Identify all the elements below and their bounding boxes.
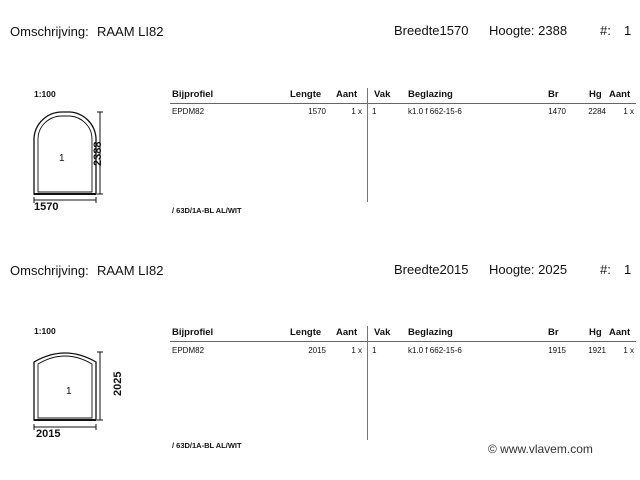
col-vak: Vak (374, 89, 391, 100)
table-header-rule (170, 103, 636, 104)
col-lengte: Lengte (290, 89, 322, 100)
width-dimension: 2015 (36, 428, 61, 440)
window-arch-drawing (33, 351, 103, 430)
table-divider (367, 88, 368, 202)
panel-number: 1 (66, 386, 72, 397)
window-section-2: Omschrijving: RAAM LI82 Breedte2015 Hoog… (0, 240, 640, 480)
col-vak: Vak (374, 327, 391, 338)
width-dimension: 1570 (34, 201, 59, 213)
col-aant-2: Aant (609, 89, 631, 100)
profile-code: / 63D/1A-BL AL/WIT (172, 206, 242, 215)
col-beglazing: Beglazing (408, 89, 453, 100)
cell-aant-2: 1 x (623, 346, 634, 355)
hoogte-text: Hoogte: 2388 (489, 23, 568, 38)
col-br: Br (548, 327, 559, 338)
cell-vak: 1 (372, 107, 377, 116)
cell-lengte: 2015 (308, 346, 326, 355)
breedte-text: Breedte1570 (394, 23, 469, 38)
cell-beglazing: k1.0 f 662-15-6 (408, 346, 462, 355)
cell-aant: 1 x (351, 107, 362, 116)
omschrijving-label: Omschrijving: (10, 263, 89, 278)
table-header-rule (170, 341, 636, 342)
col-aant-2: Aant (609, 327, 631, 338)
cell-beglazing: k1.0 f 662-15-6 (408, 107, 462, 116)
cell-hg: 1921 (588, 346, 606, 355)
breedte-text: Breedte2015 (394, 262, 469, 277)
cell-br: 1915 (548, 346, 566, 355)
watermark: © www.vlavem.com (488, 442, 593, 456)
cell-aant-2: 1 x (623, 107, 634, 116)
col-hg: Hg (589, 327, 602, 338)
nr-value: 1 (624, 23, 632, 38)
omschrijving-label: Omschrijving: (10, 24, 89, 39)
hoogte-text: Hoogte: 2025 (489, 262, 568, 277)
window-arch-drawing (33, 111, 103, 203)
nr-label: #: (600, 262, 611, 277)
cell-bijprofiel: EPDM82 (172, 346, 205, 355)
height-dimension: 2025 (112, 371, 124, 396)
cell-hg: 2284 (588, 107, 606, 116)
height-dimension: 2388 (92, 141, 104, 166)
window-section-1: Omschrijving: RAAM LI82 Breedte1570 Hoog… (10, 23, 636, 215)
scale-label: 1:100 (34, 326, 56, 336)
col-aant: Aant (336, 327, 358, 338)
omschrijving-value: RAAM LI82 (97, 263, 164, 278)
col-hg: Hg (589, 89, 602, 100)
col-br: Br (548, 89, 559, 100)
table-divider (367, 326, 368, 440)
panel-number: 1 (59, 153, 65, 164)
col-bijprofiel: Bijprofiel (172, 89, 214, 100)
cell-bijprofiel: EPDM82 (172, 107, 205, 116)
profile-code: / 63D/1A-BL AL/WIT (172, 441, 242, 450)
col-lengte: Lengte (290, 327, 322, 338)
cell-aant: 1 x (351, 346, 362, 355)
cell-br: 1470 (548, 107, 566, 116)
col-aant: Aant (336, 89, 358, 100)
scale-label: 1:100 (34, 89, 56, 99)
omschrijving-value: RAAM LI82 (97, 24, 164, 39)
cell-vak: 1 (372, 346, 377, 355)
col-beglazing: Beglazing (408, 327, 453, 338)
col-bijprofiel: Bijprofiel (172, 327, 214, 338)
nr-value: 1 (624, 262, 632, 277)
nr-label: #: (600, 23, 611, 38)
cell-lengte: 1570 (308, 107, 326, 116)
